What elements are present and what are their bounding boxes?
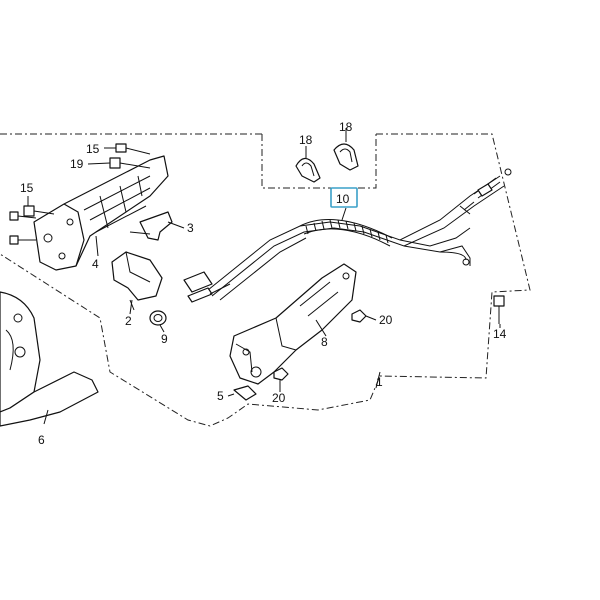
nut-20-upper [351,309,367,323]
bolt-left-edge [9,211,37,245]
callout-18-left[interactable]: 18 [299,133,313,147]
assembly-boundary [0,133,531,427]
part-9-collar [149,310,167,326]
part-4-housing [33,155,169,271]
callout-20-lower[interactable]: 20 [272,391,286,405]
callout-4[interactable]: 4 [92,257,99,271]
callout-10[interactable]: 10 [336,192,350,206]
callout-8[interactable]: 8 [321,335,328,349]
bolt-15-left [23,205,55,217]
callout-6[interactable]: 6 [38,433,45,447]
leader-lines [27,128,501,425]
part-5-key [233,385,257,401]
callout-1[interactable]: 1 [376,375,383,389]
callout-15-upper[interactable]: 15 [86,142,100,156]
bolt-14 [493,295,505,324]
callout-9[interactable]: 9 [161,332,168,346]
callout-10-highlight [330,187,358,208]
callout-2[interactable]: 2 [125,314,132,328]
part-18-clamp-left [295,157,321,183]
part-8-handle [229,263,357,385]
callout-3[interactable]: 3 [187,221,194,235]
callout-19[interactable]: 19 [70,157,84,171]
part-6-handle-bracket [0,291,99,427]
part-3-clip [129,211,173,241]
part-2-bracket [111,251,163,311]
callout-15-left[interactable]: 15 [20,181,34,195]
part-10-cable-harness [183,168,512,303]
part-18-clamp-right [333,143,359,171]
bolt-15-upper [115,143,151,155]
nut-20-lower [273,367,289,381]
callout-18-right[interactable]: 18 [339,120,353,134]
callout-5[interactable]: 5 [217,389,224,403]
callout-14[interactable]: 14 [493,327,507,341]
bolt-19 [109,157,151,169]
callout-20-upper[interactable]: 20 [379,313,393,327]
